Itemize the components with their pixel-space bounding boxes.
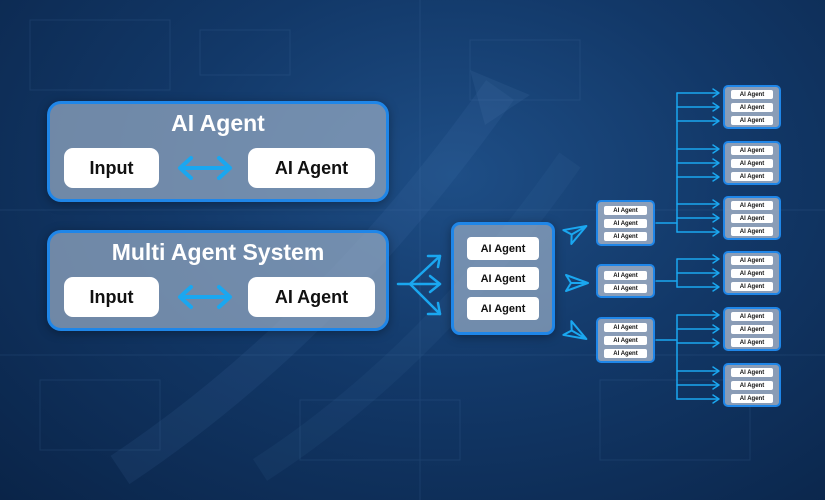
connector-arrow-head — [712, 310, 720, 320]
level3-agent: AI Agent — [731, 214, 773, 223]
level3-agent: AI Agent — [731, 103, 773, 112]
level2-agent-group: AI Agent AI Agent AI Agent — [596, 317, 655, 363]
multi-agent-panel-title: Multi Agent System — [111, 239, 325, 265]
splitter-arrow-head — [426, 254, 442, 269]
level3-agent: AI Agent — [731, 172, 773, 181]
connector-arrow-head — [712, 394, 720, 404]
splitter-arrow-head — [428, 274, 442, 294]
level2-agent: AI Agent — [604, 284, 647, 293]
connector-arrow-head — [712, 227, 720, 237]
level3-agent: AI Agent — [731, 368, 773, 377]
ai-agent-agent-box: AI Agent — [248, 148, 375, 188]
level3-agent: AI Agent — [731, 227, 773, 236]
bidirectional-arrow-icon — [178, 156, 232, 180]
level2-agent: AI Agent — [604, 336, 647, 345]
connector-arrow-head — [712, 102, 720, 112]
level2-agent: AI Agent — [604, 271, 647, 280]
paper-plane-shape — [562, 320, 588, 340]
level2-agent: AI Agent — [604, 232, 647, 241]
splitter-arrow-head — [426, 301, 442, 316]
paper-plane-shape — [565, 274, 589, 292]
hub-agent-1: AI Agent — [467, 237, 539, 260]
level3-agent-group: AI Agent AI Agent AI Agent — [723, 141, 781, 185]
multi-agent-input-box: Input — [64, 277, 159, 317]
multi-agent-panel: Multi Agent System Input AI Agent — [47, 230, 389, 331]
multi-agent-agent-box: AI Agent — [248, 277, 375, 317]
level3-agent-group: AI Agent AI Agent AI Agent — [723, 85, 781, 129]
connector-arrow-head — [712, 254, 720, 264]
paper-plane-shape — [562, 225, 588, 245]
hub-agent-group: AI Agent AI Agent AI Agent — [451, 222, 555, 335]
ai-agent-panel-title: AI Agent — [171, 110, 265, 136]
splitter-arrow — [408, 282, 442, 316]
level3-agent-group: AI Agent AI Agent AI Agent — [723, 363, 781, 407]
level3-agent: AI Agent — [731, 201, 773, 210]
level3-agent: AI Agent — [731, 282, 773, 291]
level3-agent: AI Agent — [731, 116, 773, 125]
connector-arrow-head — [712, 366, 720, 376]
connector-arrow-head — [712, 199, 720, 209]
splitter-arrow — [408, 254, 442, 286]
hub-agent-3: AI Agent — [467, 297, 539, 320]
level3-agent: AI Agent — [731, 159, 773, 168]
connector-arrow-head — [712, 158, 720, 168]
level3-agent: AI Agent — [731, 338, 773, 347]
paper-plane-icon — [562, 320, 588, 340]
level2-agent: AI Agent — [604, 219, 647, 228]
connector-arrow-head — [712, 282, 720, 292]
level3-agent: AI Agent — [731, 256, 773, 265]
connector-arrow-head — [712, 144, 720, 154]
level3-agent-group: AI Agent AI Agent AI Agent — [723, 196, 781, 240]
level2-agent-group: AI Agent AI Agent AI Agent — [596, 200, 655, 246]
paper-plane-icon — [562, 225, 588, 245]
connector-arrow-head — [712, 338, 720, 348]
connector-arrow-head — [712, 116, 720, 126]
level3-agent: AI Agent — [731, 269, 773, 278]
level3-agent: AI Agent — [731, 146, 773, 155]
ai-agent-input-box: Input — [64, 148, 159, 188]
connector-arrow-head — [712, 324, 720, 334]
level3-agent: AI Agent — [731, 312, 773, 321]
level2-agent: AI Agent — [604, 323, 647, 332]
level3-agent-group: AI Agent AI Agent AI Agent — [723, 251, 781, 295]
bidirectional-arrow-icon — [178, 285, 232, 309]
connector-arrow-head — [712, 268, 720, 278]
ai-agent-panel: AI Agent Input AI Agent — [47, 101, 389, 202]
connector-arrow-head — [712, 380, 720, 390]
paper-plane-icon — [565, 274, 589, 292]
connector-arrow-head — [712, 88, 720, 98]
level2-agent: AI Agent — [604, 206, 647, 215]
connector-arrow-head — [712, 213, 720, 223]
connector-arrow-head — [712, 172, 720, 182]
level2-agent-group: AI Agent AI Agent — [596, 264, 655, 298]
level3-agent: AI Agent — [731, 381, 773, 390]
hub-agent-2: AI Agent — [467, 267, 539, 290]
level3-agent: AI Agent — [731, 394, 773, 403]
level3-agent: AI Agent — [731, 90, 773, 99]
level3-agent-group: AI Agent AI Agent AI Agent — [723, 307, 781, 351]
level3-agent: AI Agent — [731, 325, 773, 334]
level2-agent: AI Agent — [604, 349, 647, 358]
